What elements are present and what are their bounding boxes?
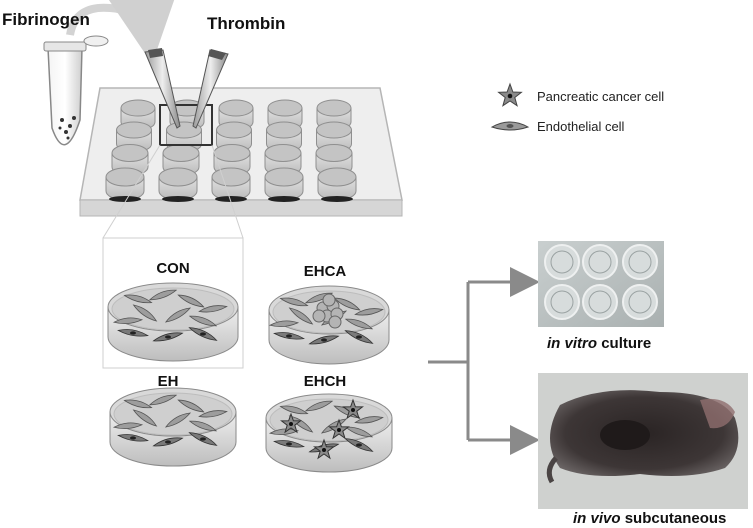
in-vivo-photo [538, 373, 748, 509]
plate-well [317, 167, 357, 202]
in-vitro-italic: in vitro [547, 335, 598, 352]
endothelial-cell [164, 412, 192, 428]
spindle-cell-icon [490, 121, 530, 131]
endothelial-cell [112, 422, 144, 430]
endothelial-cell [304, 400, 334, 412]
culture-well [622, 244, 658, 280]
endothelial-cell [354, 416, 384, 424]
endothelial-cell [177, 294, 205, 308]
endothelial-cell [198, 410, 228, 418]
in-vitro-caption: in vitro culture [547, 335, 651, 352]
endothelial-cell [188, 420, 218, 432]
endothelial-cell [123, 399, 153, 409]
dish-label-ehca: EHCA [303, 263, 347, 280]
endothelial-cell [288, 307, 314, 325]
in-vivo-italic: in vivo [573, 510, 621, 527]
plate-well [158, 167, 198, 202]
dish-con [107, 282, 239, 362]
endothelial-cell [164, 307, 192, 323]
endothelial-cell [354, 308, 384, 316]
endothelial-cell [132, 409, 158, 427]
in-vivo-caption: in vivo subcutaneous [573, 510, 726, 527]
culture-well [582, 284, 618, 320]
culture-well [582, 244, 618, 280]
endothelial-cell [112, 317, 144, 325]
endothelial-cell [333, 297, 361, 311]
plate-well [264, 167, 304, 202]
dish-label-con: CON [156, 260, 190, 277]
endothelial-cell [268, 320, 300, 328]
transfer-arrow [66, 0, 182, 64]
star-cell-icon [497, 82, 523, 107]
fibrinogen-label: Fibrinogen [2, 10, 90, 29]
endothelial-cell [188, 315, 218, 327]
in-vitro-rest: culture [601, 335, 652, 352]
plate-well [105, 167, 145, 202]
thrombin-label: Thrombin [207, 14, 286, 33]
selected-well-box [159, 104, 213, 146]
endothelial-cell [177, 399, 205, 413]
fibrinogen-tube [43, 35, 109, 146]
pipette-tips [144, 48, 229, 129]
in-vitro-photo [538, 241, 664, 327]
dish-ehca [268, 285, 390, 365]
cancer-aggregate [312, 293, 344, 329]
endothelial-cell [279, 405, 309, 415]
endothelial-cell [198, 305, 228, 313]
in-vivo-rest: subcutaneous [624, 510, 727, 527]
culture-well [622, 284, 658, 320]
culture-well [544, 284, 580, 320]
legend-endothelial-label: Endothelial cell [537, 119, 625, 134]
dish-eh [109, 387, 237, 467]
endothelial-cell [344, 426, 374, 438]
endothelial-cell [344, 318, 374, 330]
endothelial-cell [268, 428, 300, 436]
culture-well [544, 244, 580, 280]
branch-arrows [428, 267, 540, 455]
endothelial-cell [123, 294, 153, 304]
dish-ehch [265, 393, 393, 473]
endothelial-cell [132, 304, 158, 322]
endothelial-cell [148, 289, 178, 301]
endothelial-cell [279, 297, 309, 307]
legend-cancer-label: Pancreatic cancer cell [537, 89, 665, 104]
plate-well [211, 167, 251, 202]
dish-panel-frame [102, 237, 244, 369]
endothelial-cell [148, 394, 178, 406]
dish-label-ehch: EHCH [303, 373, 347, 390]
endothelial-cell [333, 405, 361, 419]
well-plate [79, 87, 403, 217]
dish-label-eh: EH [157, 373, 179, 390]
